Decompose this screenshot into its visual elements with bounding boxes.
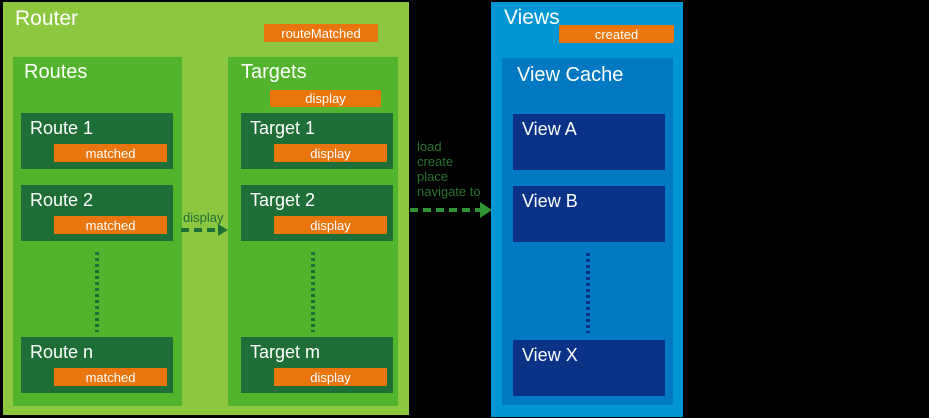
- route-2-row: Route 2 matched: [21, 185, 173, 241]
- target-m-display-badge: display: [274, 368, 387, 386]
- targets-title: Targets: [241, 61, 307, 83]
- target-m-label: Target m: [250, 342, 321, 362]
- router-box: Router routeMatched Routes Route 1 match…: [3, 2, 409, 415]
- view-cache-box: View Cache View A View B View X: [502, 58, 673, 405]
- route-2-matched-badge: matched: [54, 216, 167, 234]
- target-2-display-badge: display: [274, 216, 387, 234]
- display-arrow-label: display: [183, 210, 224, 225]
- main-arrow-label-line-1: load: [417, 139, 442, 154]
- targets-box: Targets display Target 1 display Target …: [228, 57, 398, 406]
- routes-box: Routes Route 1 matched Route 2 matched R…: [13, 57, 182, 406]
- views-box: Views created View Cache View A View B V…: [491, 2, 683, 417]
- main-arrow-label-line-2: create: [417, 154, 454, 169]
- view-a-label: View A: [522, 119, 577, 139]
- route-1-row: Route 1 matched: [21, 113, 173, 169]
- target-1-display-badge: display: [274, 144, 387, 162]
- route-n-row: Route n matched: [21, 337, 173, 393]
- routes-title: Routes: [24, 61, 88, 83]
- view-b-row: View B: [513, 186, 665, 242]
- view-x-label: View X: [522, 345, 578, 365]
- targets-display-badge: display: [270, 90, 381, 107]
- display-arrow-line: [181, 228, 218, 232]
- views-ellipsis-dots: [586, 253, 590, 333]
- view-b-label: View B: [522, 191, 578, 211]
- main-arrow-label-line-4: navigate to: [417, 184, 481, 199]
- target-1-row: Target 1 display: [241, 113, 393, 169]
- route-1-matched-badge: matched: [54, 144, 167, 162]
- target-1-label: Target 1: [250, 118, 316, 138]
- target-m-row: Target m display: [241, 337, 393, 393]
- target-2-row: Target 2 display: [241, 185, 393, 241]
- target-2-label: Target 2: [250, 190, 316, 210]
- main-arrow-label-line-3: place: [417, 169, 449, 184]
- main-arrow-head-icon: [480, 202, 492, 218]
- route-n-matched-badge: matched: [54, 368, 167, 386]
- views-title: Views: [504, 6, 560, 29]
- main-arrow-line: [410, 208, 480, 212]
- created-badge: created: [559, 25, 674, 43]
- router-title: Router: [15, 7, 79, 30]
- view-cache-title: View Cache: [517, 64, 624, 86]
- main-arrow-label: load create place navigate to: [417, 139, 481, 199]
- route-n-label: Route n: [30, 342, 94, 362]
- routes-ellipsis-dots: [95, 252, 99, 332]
- view-x-row: View X: [513, 340, 665, 396]
- view-a-row: View A: [513, 114, 665, 170]
- route-2-label: Route 2: [30, 190, 94, 210]
- route-matched-badge: routeMatched: [264, 24, 378, 42]
- display-arrow-head-icon: [218, 224, 228, 236]
- route-1-label: Route 1: [30, 118, 94, 138]
- targets-ellipsis-dots: [311, 252, 315, 332]
